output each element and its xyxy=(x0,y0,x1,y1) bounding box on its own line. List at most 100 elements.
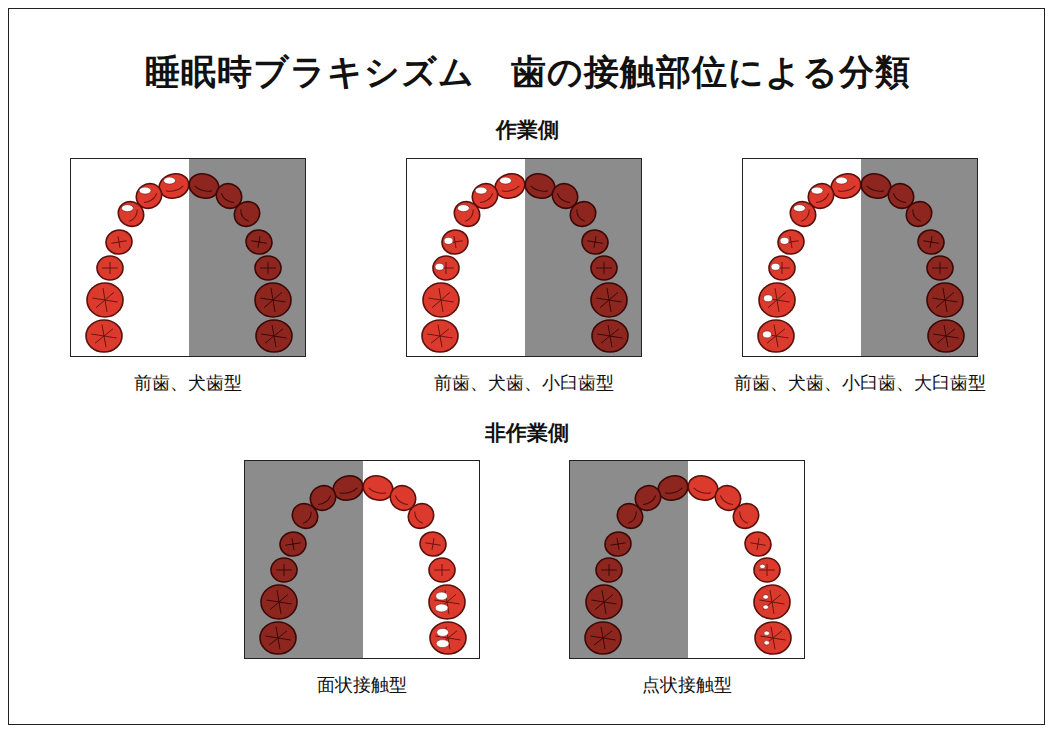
tooth-crown xyxy=(256,320,292,352)
tooth xyxy=(565,197,600,232)
tooth xyxy=(244,228,274,256)
wear-facet xyxy=(760,564,766,568)
tooth-crown xyxy=(104,228,134,256)
tooth-groove xyxy=(591,590,616,614)
tooth-groove xyxy=(434,564,450,576)
tooth xyxy=(591,283,627,317)
wear-facet xyxy=(763,331,772,338)
arch-panel: 前歯、犬歯、小臼歯型 xyxy=(406,158,642,399)
dental-arch xyxy=(71,159,306,357)
tooth-crown xyxy=(785,197,820,232)
tooth-crown xyxy=(244,228,274,256)
tooth-groove xyxy=(92,288,117,312)
tooth xyxy=(422,320,458,352)
tooth-groove xyxy=(759,590,784,614)
tooth xyxy=(916,228,946,256)
tooth-groove xyxy=(102,262,118,274)
tooth-crown xyxy=(754,585,790,619)
tooth-groove xyxy=(394,495,408,506)
arch-panel: 前歯、犬歯、小臼歯、大臼歯型 xyxy=(742,158,978,399)
tooth xyxy=(586,585,622,619)
tooth-groove xyxy=(601,564,617,576)
tooth xyxy=(901,197,936,232)
tooth-groove xyxy=(428,288,453,312)
tooth-groove xyxy=(284,537,301,552)
tooth-crown xyxy=(592,320,628,352)
tooth-groove xyxy=(760,627,785,649)
tooth-groove xyxy=(586,235,603,250)
wear-facet xyxy=(793,205,805,212)
panel-caption: 点状接触型 xyxy=(642,673,732,697)
tooth-groove xyxy=(250,235,267,250)
panel-caption: 前歯、犬歯、小臼歯、大臼歯型 xyxy=(734,371,986,395)
tooth-crown xyxy=(901,197,936,232)
tooth xyxy=(759,283,795,317)
tooth-crown xyxy=(743,530,773,558)
tooth xyxy=(97,256,123,280)
tooth-crown xyxy=(86,320,122,352)
tooth xyxy=(287,499,322,534)
tooth-groove xyxy=(892,193,906,204)
wear-facet xyxy=(764,631,770,635)
tooth-crown xyxy=(612,499,647,534)
tooth-groove xyxy=(261,325,286,347)
page-frame xyxy=(8,8,1045,725)
tooth xyxy=(928,320,964,352)
tooth-crown xyxy=(591,256,617,280)
tooth-groove xyxy=(609,537,626,552)
tooth-crown xyxy=(403,499,438,534)
wear-facet xyxy=(836,177,848,184)
wear-facet xyxy=(457,205,469,212)
arch-panel: 前歯、犬歯型 xyxy=(70,158,306,399)
tooth-crown xyxy=(565,197,600,232)
tooth-groove xyxy=(719,495,733,506)
tooth-crown xyxy=(916,228,946,256)
tooth xyxy=(255,256,281,280)
tooth-crown xyxy=(255,283,291,317)
tooth-groove xyxy=(596,288,621,312)
tooth-groove xyxy=(318,495,332,506)
tooth-groove xyxy=(933,325,958,347)
tooth-crown xyxy=(87,283,123,317)
tooth-groove xyxy=(738,512,748,525)
tooth-groove xyxy=(427,325,452,347)
tooth-groove xyxy=(465,210,475,223)
tooth-groove xyxy=(276,564,292,576)
panel-frame xyxy=(569,460,805,659)
tooth-groove xyxy=(749,537,766,552)
tooth xyxy=(403,499,438,534)
tooth xyxy=(785,197,820,232)
wear-facet xyxy=(771,263,780,270)
arch-panel: 面状接触型 xyxy=(244,460,480,701)
tooth-groove xyxy=(693,488,711,495)
wear-facet xyxy=(811,187,823,194)
tooth xyxy=(754,585,790,619)
tooth-groove xyxy=(424,537,441,552)
tooth xyxy=(260,622,296,654)
tooth-crown xyxy=(776,228,806,256)
tooth-groove xyxy=(643,495,657,506)
tooth-groove xyxy=(303,512,313,525)
tooth-crown xyxy=(278,530,308,558)
tooth xyxy=(776,228,806,256)
tooth xyxy=(113,197,148,232)
tooth-groove xyxy=(801,210,811,223)
wear-facet xyxy=(139,187,151,194)
tooth-crown xyxy=(229,197,264,232)
tooth-crown xyxy=(586,585,622,619)
tooth-crown xyxy=(728,499,763,534)
tooth-crown xyxy=(755,622,791,654)
tooth-crown xyxy=(97,256,123,280)
tooth-crown xyxy=(430,622,466,654)
tooth-crown xyxy=(585,622,621,654)
tooth-crown xyxy=(758,320,794,352)
tooth-groove xyxy=(239,210,249,223)
tooth xyxy=(596,558,622,582)
arch-panel: 点状接触型 xyxy=(569,460,805,701)
tooth xyxy=(440,228,470,256)
tooth xyxy=(585,622,621,654)
tooth-groove xyxy=(597,325,622,347)
wear-facet xyxy=(164,177,176,184)
wear-facet xyxy=(780,237,789,244)
tooth-groove xyxy=(764,288,789,312)
